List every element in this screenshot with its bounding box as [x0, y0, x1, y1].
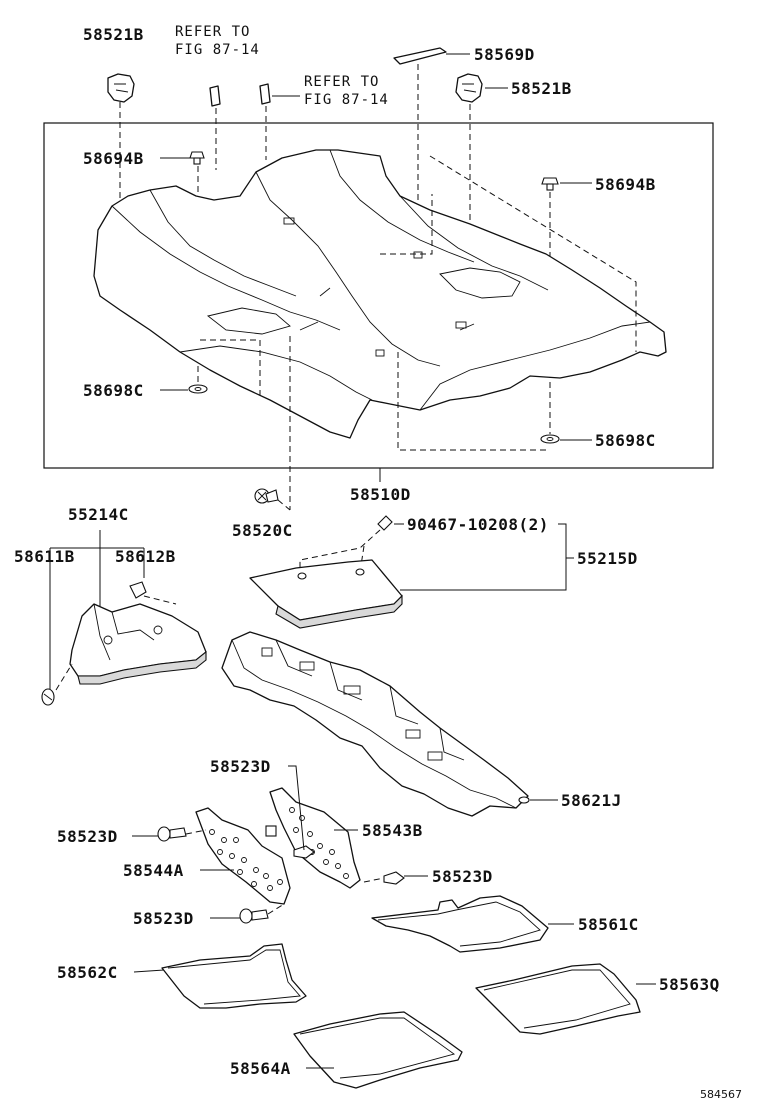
clip-90467-10208[interactable] [377, 515, 393, 531]
mat-58564a[interactable] [293, 1011, 463, 1089]
bracket-55214c[interactable] [69, 603, 207, 685]
label-58564a: 58564A [230, 1059, 291, 1078]
fastener-58698c-left[interactable] [188, 384, 208, 394]
label-90467-10208: 90467-10208(2) [407, 515, 549, 534]
silencer-58621j[interactable] [221, 631, 530, 817]
label-55214c: 55214C [68, 505, 129, 524]
label-58612b: 58612B [115, 547, 176, 566]
floor-carpet-58510d[interactable] [93, 149, 667, 439]
fastener-58694b-left[interactable] [189, 151, 205, 165]
label-58523d-right: 58523D [432, 867, 493, 886]
label-58569d: 58569D [474, 45, 535, 64]
mat-58563q[interactable] [475, 963, 641, 1035]
label-58621j: 58621J [561, 791, 622, 810]
clip-58521b-right[interactable] [455, 73, 483, 103]
label-58523d-left: 58523D [57, 827, 118, 846]
fastener-58694b-right[interactable] [541, 177, 559, 191]
label-58544a: 58544A [123, 861, 184, 880]
label-58611b: 58611B [14, 547, 75, 566]
plate-58543b[interactable] [265, 787, 361, 889]
refer-note-2-line1: REFER TO [304, 74, 379, 90]
label-58698c-left: 58698C [83, 381, 144, 400]
fastener-58698c-right[interactable] [540, 434, 560, 444]
label-58698c-right: 58698C [595, 431, 656, 450]
plate-58544a[interactable] [195, 807, 291, 905]
label-58694b-left: 58694B [83, 149, 144, 168]
clip-58612b[interactable] [129, 581, 147, 599]
label-58561c: 58561C [578, 915, 639, 934]
screw-58523d-left[interactable] [157, 826, 187, 842]
label-58523d-top: 58523D [210, 757, 271, 776]
label-58520c: 58520C [232, 521, 293, 540]
panel-55215d[interactable] [249, 559, 403, 629]
screw-58523d-bottom[interactable] [239, 908, 269, 924]
clip-58611b[interactable] [41, 688, 55, 706]
mat-58562c[interactable] [161, 943, 307, 1009]
reference-piece-1 [209, 85, 221, 107]
strip-58569d[interactable] [393, 47, 447, 65]
label-58521b-left: 58521B [83, 25, 144, 44]
mat-58561c[interactable] [371, 895, 549, 953]
label-58694b-right: 58694B [595, 175, 656, 194]
clip-58520c[interactable] [254, 488, 279, 504]
refer-note-1-line1: REFER TO [175, 24, 250, 40]
label-58563q: 58563Q [659, 975, 720, 994]
label-58523d-bottom: 58523D [133, 909, 194, 928]
label-58521b-right: 58521B [511, 79, 572, 98]
clip-58521b-left[interactable] [107, 73, 135, 103]
diagram-code: 584567 [700, 1088, 742, 1101]
label-58543b: 58543B [362, 821, 423, 840]
label-58562c: 58562C [57, 963, 118, 982]
label-58510d: 58510D [350, 485, 411, 504]
refer-note-1-line2: FIG 87-14 [175, 42, 260, 58]
label-55215d: 55215D [577, 549, 638, 568]
screw-58523d-right[interactable] [383, 871, 405, 885]
reference-piece-2 [259, 83, 271, 105]
main-carpet-frame [43, 122, 714, 469]
refer-note-2-line2: FIG 87-14 [304, 92, 389, 108]
